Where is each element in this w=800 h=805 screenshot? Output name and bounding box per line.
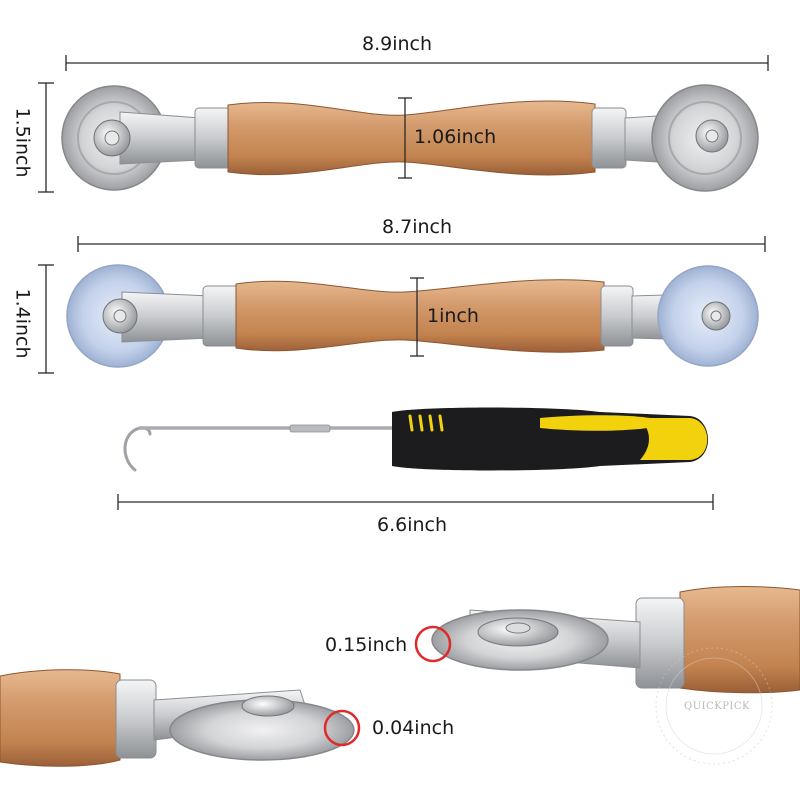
thick-edge-label: 0.15inch: [325, 634, 408, 656]
hook-length-label: 6.6inch: [377, 514, 448, 536]
roller-2-handle: [235, 279, 605, 353]
hook-grip-end-cap: [640, 418, 708, 460]
hook-tip: [123, 426, 152, 472]
roller-1-handle: [227, 100, 596, 176]
roller-2-length-label: 8.7inch: [382, 216, 453, 238]
roller-2-wheel-height-label: 1.4inch: [11, 288, 34, 359]
roller-1: [61, 84, 759, 192]
detail-left-handle: [0, 669, 121, 767]
roller-2-right-ferrule: [600, 285, 634, 347]
dimension-lines: [38, 55, 769, 510]
roller-1-left-bracket: [119, 111, 201, 165]
hook-grip-yellow-stripe: [540, 415, 660, 431]
detail-thin-edge-circle: [323, 709, 361, 747]
detail-left-ferrule: [115, 679, 157, 759]
detail-right-ferrule: [635, 597, 685, 689]
roller-2: [66, 264, 759, 368]
watermark-seal: [655, 647, 773, 765]
roller-1-left-ferrule: [194, 107, 232, 169]
roller-1-handle-diameter-label: 1.06inch: [414, 126, 497, 148]
roller-2-handle-diameter-label: 1inch: [427, 305, 479, 327]
roller-1-wheel-height-label: 1.5inch: [11, 107, 34, 178]
thin-edge-label: 0.04inch: [372, 717, 455, 739]
watermark-brand: QUICKPICK: [684, 701, 750, 712]
detail-thick-edge-circle: [414, 625, 452, 663]
roller-1-length-label: 8.9inch: [362, 33, 433, 55]
detail-thick-wheel: [414, 586, 800, 694]
detail-left-axle: [241, 695, 295, 717]
hook-tool: [123, 407, 709, 472]
detail-thin-wheel: [0, 669, 361, 767]
roller-2-left-ferrule: [202, 285, 240, 347]
detail-right-handle: [679, 586, 800, 694]
roller-1-right-ferrule: [591, 107, 627, 169]
